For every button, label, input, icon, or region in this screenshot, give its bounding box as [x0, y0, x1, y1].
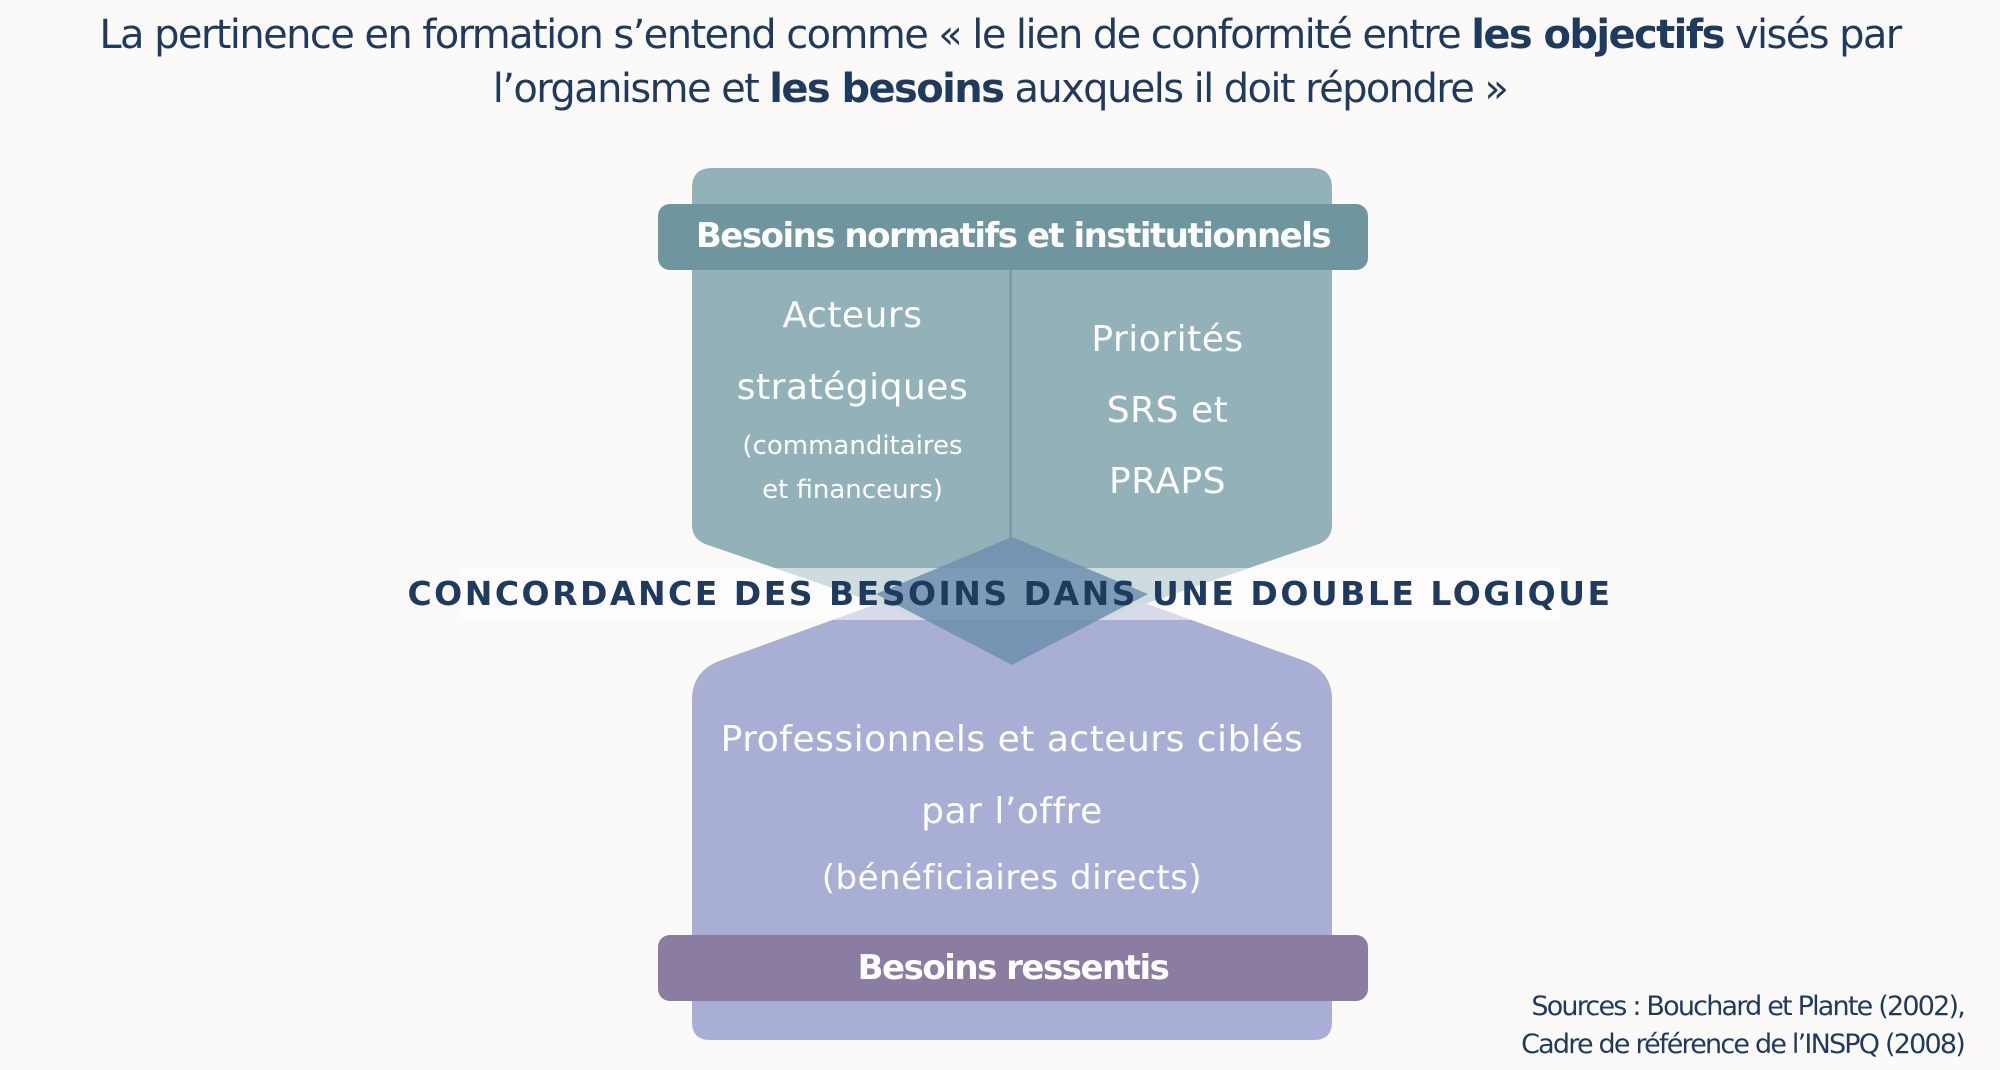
top-block-divider — [1009, 268, 1012, 538]
bottom-block — [692, 555, 1332, 1040]
bottom-line-2: par l’offre — [921, 791, 1103, 832]
bottom-line-3: (bénéficiaires directs) — [821, 858, 1203, 898]
concordance-label: CONCORDANCE DES BESOINS DANS UNE DOUBLE … — [407, 574, 1613, 613]
top-band-title: Besoins normatifs et institutionnels — [695, 216, 1332, 256]
center-diamond — [876, 537, 1148, 665]
quote-bold-needs: les besoins — [769, 66, 1005, 112]
quote-bold-objectives: les objectifs — [1471, 12, 1725, 58]
sources-line-2: Cadre de référence de l’INSPQ (2008) — [1521, 1029, 1966, 1060]
sources-note: Sources : Bouchard et Plante (2002), Cad… — [1521, 988, 1966, 1064]
quote-heading: La pertinence en formation s’entend comm… — [20, 8, 1980, 116]
quote-text-3: auxquels il doit répondre » — [1003, 66, 1508, 112]
top-right-line-2: SRS et — [1106, 390, 1229, 431]
top-left-line-1: Acteurs — [782, 295, 923, 336]
bottom-line-1: Professionnels et acteurs ciblés — [720, 719, 1304, 760]
top-left-line-2: stratégiques — [736, 367, 969, 408]
bottom-band-title: Besoins ressentis — [857, 948, 1170, 988]
top-right-line-1: Priorités — [1091, 319, 1244, 360]
top-left-line-4: et financeurs) — [762, 475, 943, 505]
top-band — [658, 204, 1368, 270]
sources-line-1: Sources : Bouchard et Plante (2002), — [1531, 991, 1965, 1022]
bottom-band — [658, 935, 1368, 1001]
top-left-line-3: (commanditaires — [742, 431, 963, 461]
top-right-line-3: PRAPS — [1109, 461, 1226, 502]
quote-text-1: La pertinence en formation s’entend comm… — [99, 12, 1472, 58]
quote-text-2: visés par l’organisme et — [492, 12, 1903, 112]
